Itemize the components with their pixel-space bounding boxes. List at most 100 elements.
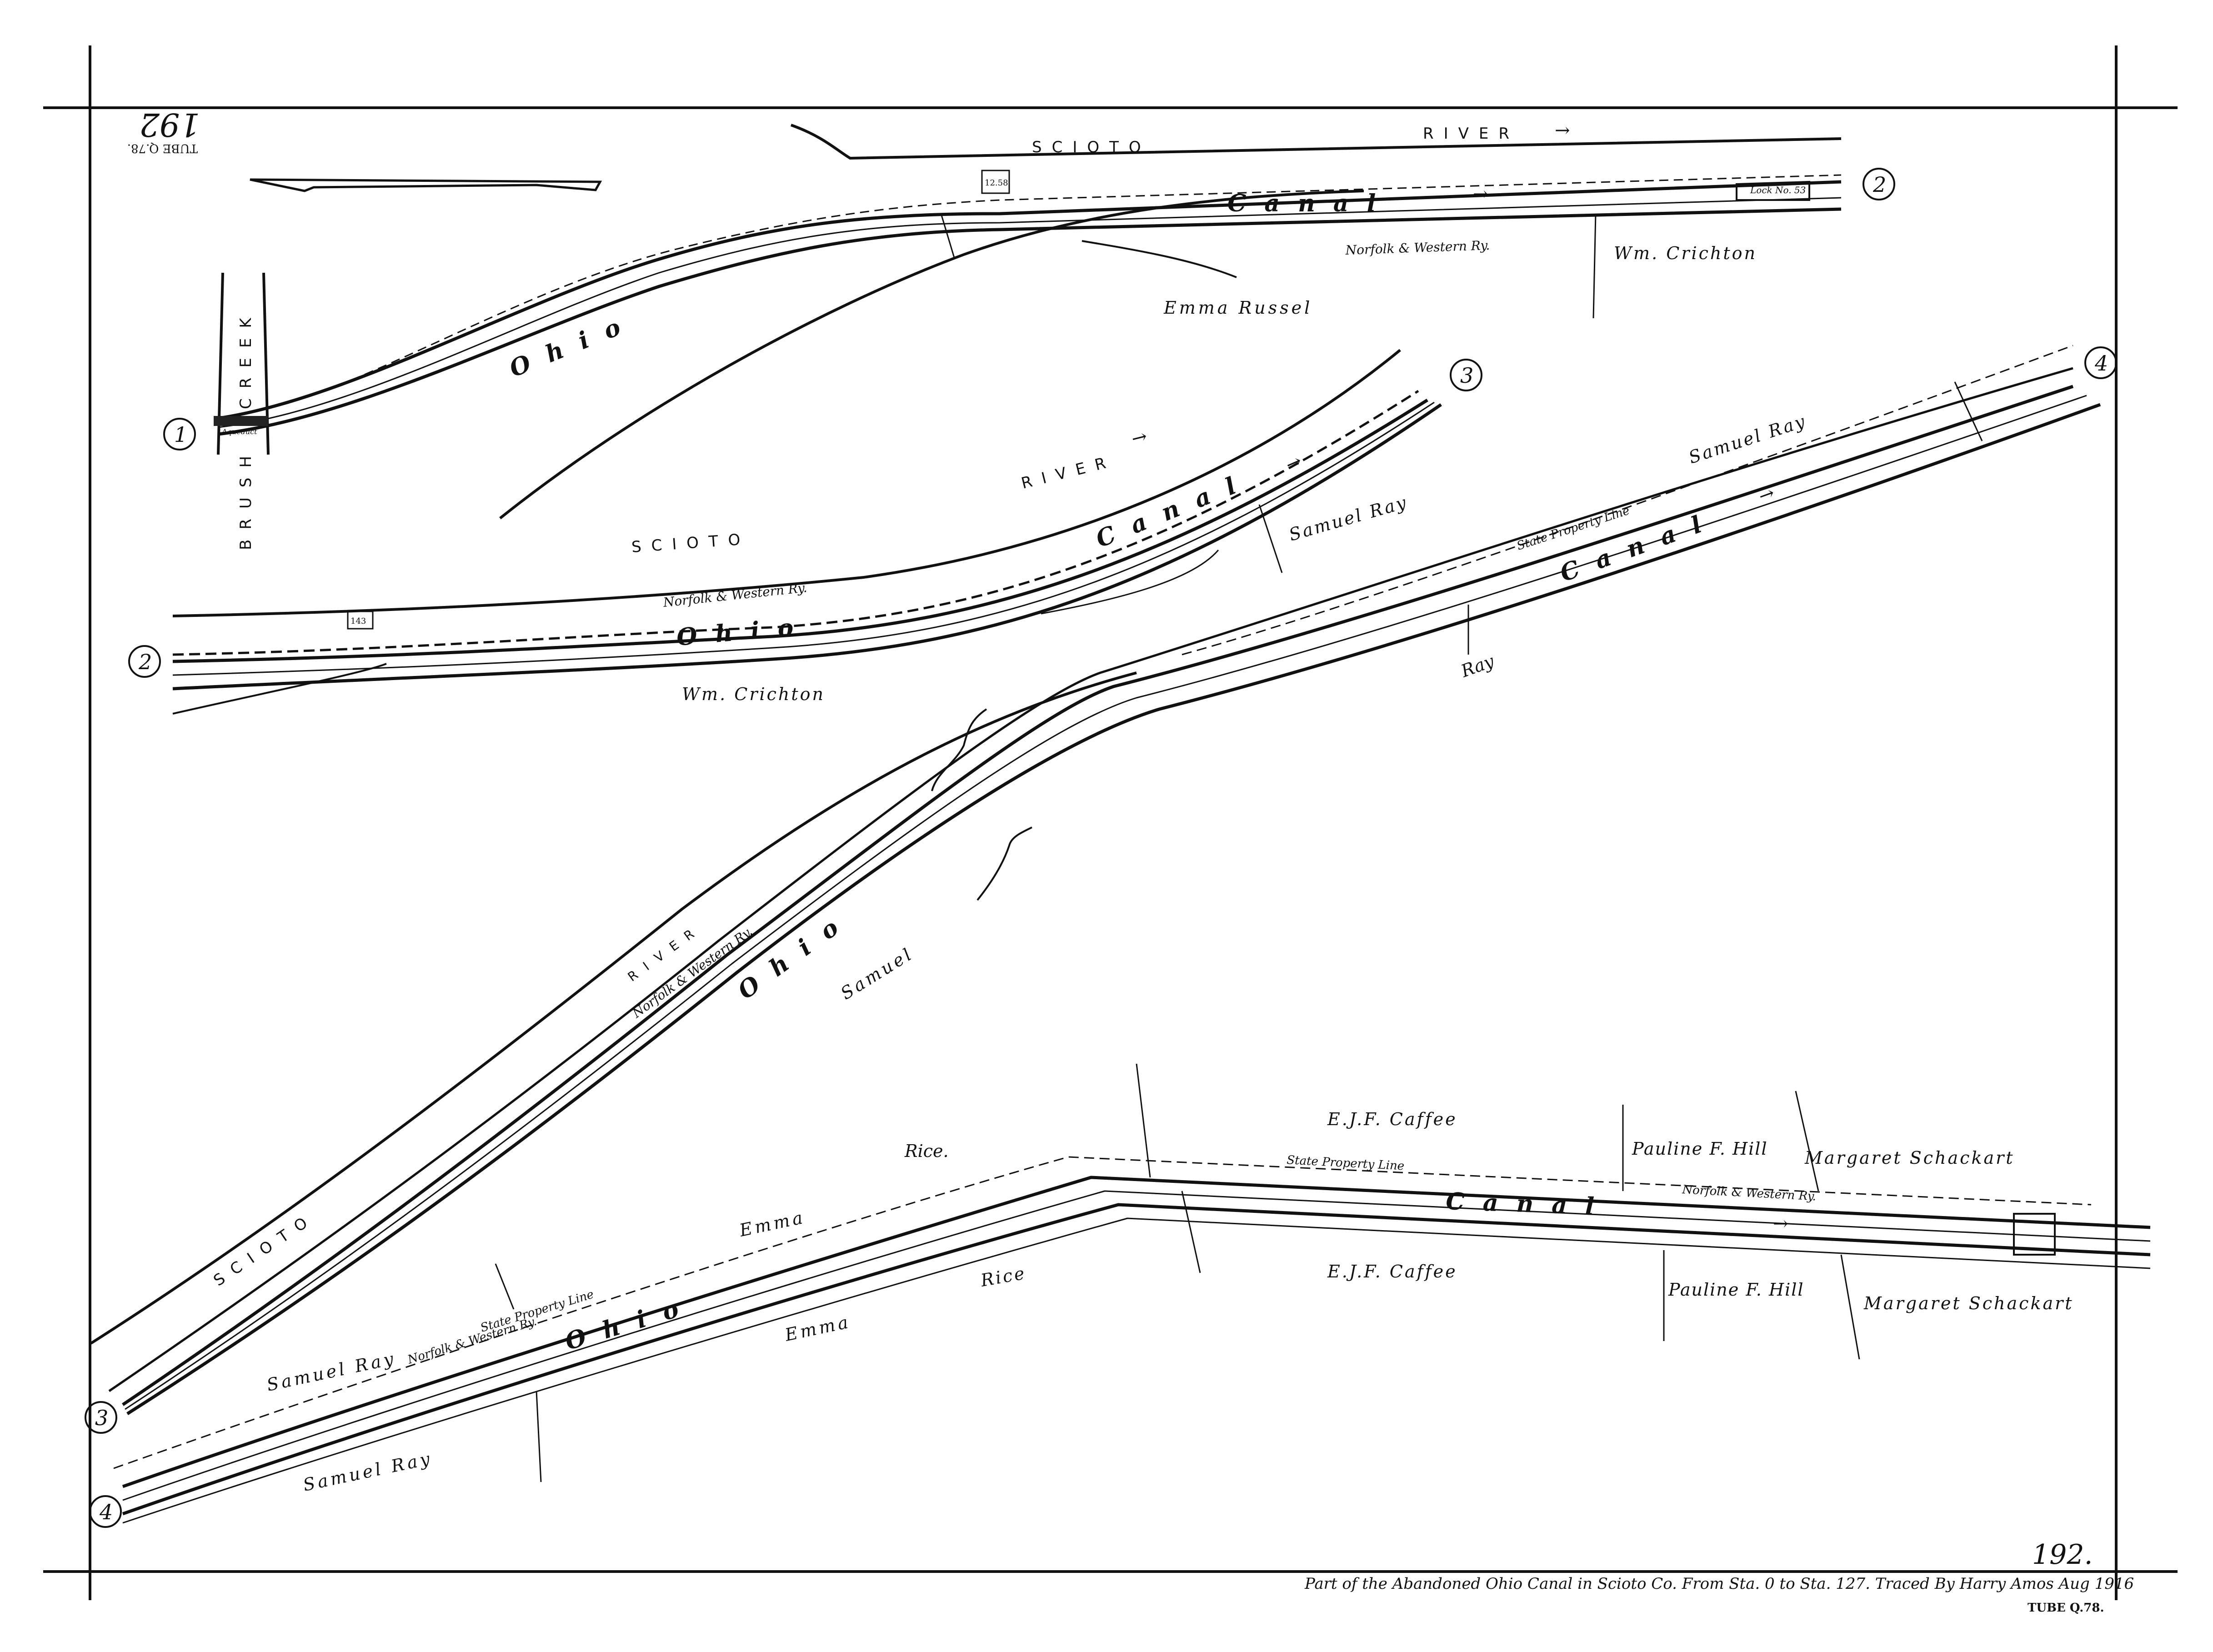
owner-north-schackart: Margaret Schackart <box>1804 1148 2015 1168</box>
owner-label-3c: Samuel Ray <box>1686 410 1809 467</box>
panel-3 <box>90 345 2101 1415</box>
north-arrow <box>250 178 602 192</box>
canal-bank-south-3 <box>126 403 2101 1415</box>
note-box-2-text: 143 <box>350 616 366 626</box>
railway-line-2 <box>172 390 1419 656</box>
match-point-markers: 1 2 2 3 3 4 4 <box>85 168 2117 1528</box>
sheet-caption: Part of the Abandoned Ohio Canal in Scio… <box>1304 1575 2134 1593</box>
lock-label: Lock No. 53 <box>1750 185 1806 195</box>
property-tick-1b <box>940 213 956 260</box>
svg-text:4: 4 <box>99 1500 113 1524</box>
river-flow-arrow-1: → <box>1555 120 1570 141</box>
svg-text:2: 2 <box>138 650 152 674</box>
creek-label-1b: BRUSH <box>237 446 255 550</box>
owner-label-2b: Samuel Ray <box>1287 492 1410 545</box>
match-point-2a: 2 <box>1863 168 1895 200</box>
property-tick-4e <box>1795 1091 1819 1191</box>
sheet-number-top: 192 <box>139 106 200 143</box>
property-tick-4g <box>495 1263 515 1310</box>
note-box-1-text: 12.58 <box>985 178 1008 188</box>
owner-label-1a: Emma Russel <box>1163 298 1312 318</box>
owner-north-hill: Pauline F. Hill <box>1632 1139 1768 1159</box>
lock-structure-4 <box>2013 1213 2056 1256</box>
railway-curve-1 <box>499 190 1364 520</box>
owner-label-3a: Samuel <box>837 943 917 1004</box>
owner-south-hill: Pauline F. Hill <box>1668 1280 1804 1300</box>
canal-label-2b: Canal <box>1092 465 1257 553</box>
owner-label-1b: Wm. Crichton <box>1614 243 1757 263</box>
svg-text:3: 3 <box>1460 363 1473 388</box>
lock-outline <box>1736 180 1810 201</box>
panel-2 <box>172 349 1442 715</box>
property-tick-4b <box>1181 1191 1201 1273</box>
canal-bank-mid-4 <box>122 1190 2151 1501</box>
canal-bank-north-4 <box>122 1176 2151 1488</box>
railway-label-4b: Norfolk & Western Ry. <box>1682 1183 1817 1203</box>
owner-label-2a: Wm. Crichton <box>682 684 825 704</box>
owner-label-3b: Ray <box>1458 651 1497 681</box>
railway-line-4 <box>122 1217 2151 1524</box>
owner-south-ray-1: Samuel Ray <box>265 1348 398 1395</box>
match-point-3b: 3 <box>85 1401 117 1434</box>
canal-bank-mid-2 <box>172 401 1435 676</box>
river-label-2a: SCIOTO <box>631 530 751 556</box>
side-line-2 <box>1041 550 1219 615</box>
owner-south-rice: Rice <box>979 1263 1028 1291</box>
property-tick-4a <box>1136 1063 1151 1178</box>
canal-bank-south-2 <box>172 403 1442 691</box>
labels-panel-4: Ohio Canal → Norfolk & Western Ry. Norfo… <box>265 1109 2074 1495</box>
canal-bank-north-3 <box>122 385 2074 1406</box>
property-tick-4f <box>1840 1254 1860 1360</box>
embankment-2 <box>172 663 387 715</box>
property-tick-1a <box>1592 213 1597 319</box>
river-label-1b: RIVER <box>1423 125 1519 143</box>
canal-label-1b: Canal <box>1227 190 1394 217</box>
panel-1 <box>214 124 1842 520</box>
owner-south-schackart: Margaret Schackart <box>1863 1293 2074 1313</box>
owner-south-ray-2: Samuel Ray <box>301 1448 434 1495</box>
inverted-header: 192 TUBE Q.78. <box>127 106 200 155</box>
towpath-dashed-3 <box>1182 345 2073 656</box>
sheet-number-bottom: 192. <box>2032 1539 2093 1571</box>
match-point-2b: 2 <box>128 645 161 678</box>
railway-line-3 <box>108 367 2073 1392</box>
canal-flow-arrow-2: → <box>1282 451 1305 476</box>
canal-bank-mid-3 <box>125 395 2087 1410</box>
canal-bank-south-1 <box>218 207 1842 436</box>
canal-bank-north-2 <box>172 399 1428 663</box>
match-point-3a: 3 <box>1450 359 1482 391</box>
owner-south-caffee: E.J.F. Caffee <box>1327 1262 1457 1282</box>
railway-label-1: Norfolk & Western Ry. <box>1345 238 1490 258</box>
sheet-footer: 192. Part of the Abandoned Ohio Canal in… <box>1304 1539 2134 1615</box>
owner-south-emma: Emma <box>783 1312 852 1345</box>
property-line-north-4 <box>113 1156 2092 1469</box>
panel-4 <box>113 1063 2151 1524</box>
svg-text:2: 2 <box>1873 172 1886 197</box>
owner-north-emma: Emma <box>737 1207 807 1241</box>
river-label-2b: RIVER <box>1020 452 1117 493</box>
owner-north-caffee: E.J.F. Caffee <box>1327 1109 1457 1129</box>
property-tick-4h <box>536 1391 542 1482</box>
river-label-1a: SCIOTO <box>1032 138 1151 156</box>
river-bank-3 <box>90 671 1137 1345</box>
river-bank-1 <box>790 124 1842 160</box>
svg-text:4: 4 <box>2094 351 2108 375</box>
side-creek-3 <box>931 708 987 791</box>
property-tick-2a <box>1258 504 1283 573</box>
owner-north-rice: Rice. <box>904 1141 949 1161</box>
creek-label-1a: CREEK <box>237 308 255 409</box>
canal-bank-south-4 <box>122 1203 2151 1516</box>
svg-text:3: 3 <box>95 1406 108 1430</box>
canal-flow-arrow-1: → <box>1473 184 1488 205</box>
match-point-4a: 4 <box>2084 346 2117 379</box>
canal-flow-arrow-4: → <box>1773 1213 1788 1234</box>
canal-label-2a: Ohio <box>676 612 813 651</box>
sheet-border <box>43 45 2178 1600</box>
svg-text:1: 1 <box>174 422 187 447</box>
property-tick-3b <box>1954 381 1983 441</box>
tube-label-bottom: TUBE Q.78. <box>2028 1601 2104 1615</box>
property-line-label-4b: State Property Line <box>1287 1153 1405 1173</box>
note-box-2 <box>347 611 374 630</box>
river-bank-2 <box>172 349 1401 617</box>
